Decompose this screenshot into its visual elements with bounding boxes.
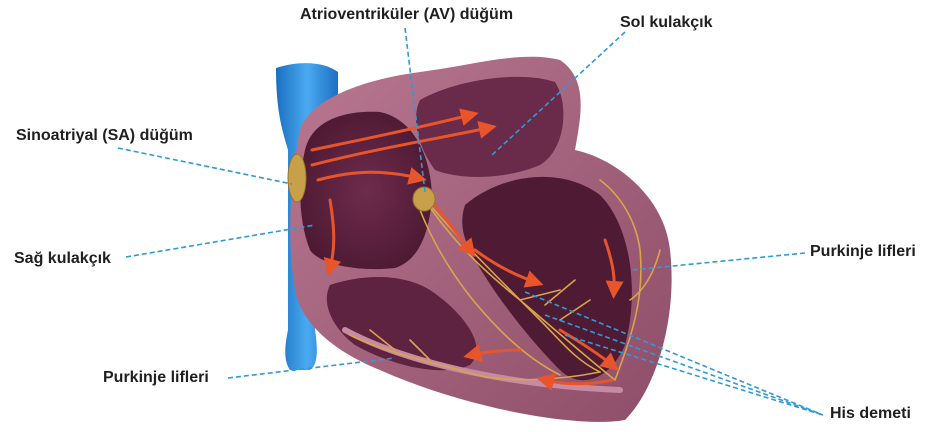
left-atrium-chamber	[416, 77, 563, 177]
sa-node	[288, 154, 306, 202]
purkinje-fibers-left-label: Purkinje lifleri	[103, 369, 209, 387]
left-atrium-label: Sol kulakçık	[620, 14, 713, 32]
purkinje-fibers-right-label: Purkinje lifleri	[810, 243, 916, 261]
av-node	[413, 187, 435, 211]
av-node-label: Atrioventriküler (AV) düğüm	[300, 6, 513, 24]
his-bundle-label: His demeti	[830, 405, 911, 423]
right-atrium-chamber	[300, 112, 432, 269]
right-atrium-label: Sağ kulakçık	[14, 250, 111, 268]
sa-node-label: Sinoatriyal (SA) düğüm	[16, 127, 193, 145]
